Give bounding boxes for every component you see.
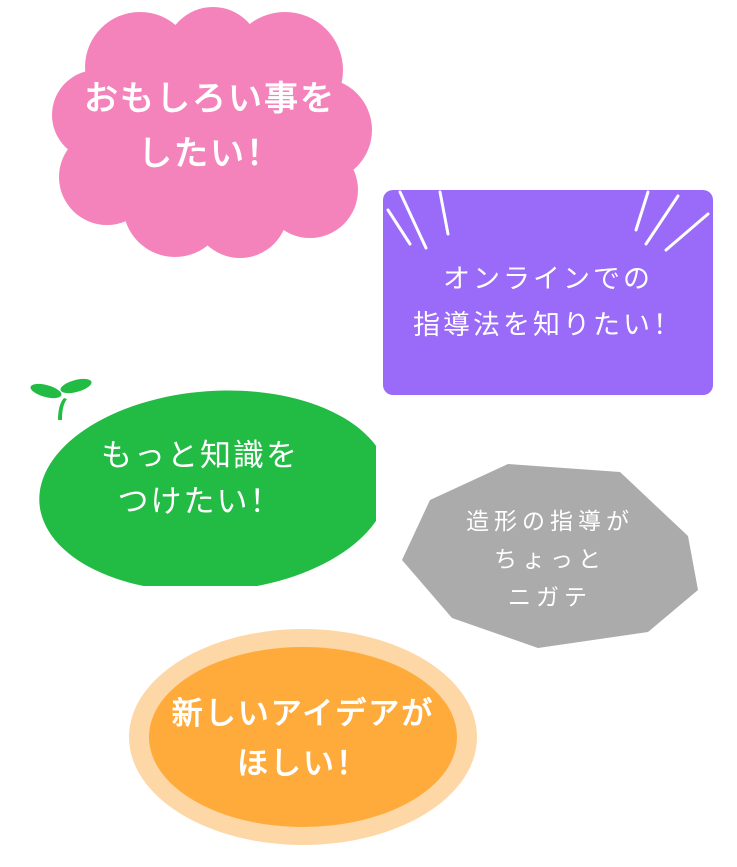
bubble-text-pink: おもしろい事を したい！ <box>45 67 375 187</box>
oval-halo-shape <box>129 629 477 845</box>
polygon-shape <box>402 464 698 648</box>
bubble-text-line: ニガテ <box>508 585 592 611</box>
cloud-shape <box>52 7 372 258</box>
speech-bubble-gray: 造形の指導が ちょっと ニガテ <box>400 458 700 648</box>
bubble-text-line: つけたい！ <box>117 484 283 520</box>
bubble-text-green: もっと知識を つけたい！ <box>24 424 376 534</box>
bubble-text-line: おもしろい事を <box>84 79 336 119</box>
emphasis-lines-icon <box>386 190 710 252</box>
bubble-text-line: オンラインでの <box>443 264 653 295</box>
speech-bubble-orange: 新しいアイデアが ほしい！ <box>128 628 478 846</box>
bubble-text-line: もっと知識を <box>101 438 299 474</box>
bubble-text-line: したい！ <box>138 134 282 174</box>
bubble-text-orange: 新しいアイデアが ほしい！ <box>128 686 478 792</box>
bubble-text-line: ちょっと <box>494 547 606 573</box>
speech-bubble-green: もっと知識を つけたい！ <box>24 376 376 586</box>
speech-bubble-purple: オンラインでの 指導法を知りたい！ <box>378 186 718 400</box>
bubble-text-purple: オンラインでの 指導法を知りたい！ <box>378 248 718 358</box>
rectangle-shape <box>383 190 713 395</box>
bubble-text-line: ほしい！ <box>237 746 369 782</box>
bubble-text-gray: 造形の指導が ちょっと ニガテ <box>400 500 700 620</box>
speech-bubble-pink: おもしろい事を したい！ <box>45 5 375 260</box>
oval-shape <box>30 378 376 586</box>
bubble-text-line: 新しいアイデアが <box>171 696 435 732</box>
bubble-text-line: 指導法を知りたい！ <box>413 310 683 341</box>
sprout-icon <box>30 378 92 420</box>
bubble-text-line: 造形の指導が <box>466 509 634 535</box>
